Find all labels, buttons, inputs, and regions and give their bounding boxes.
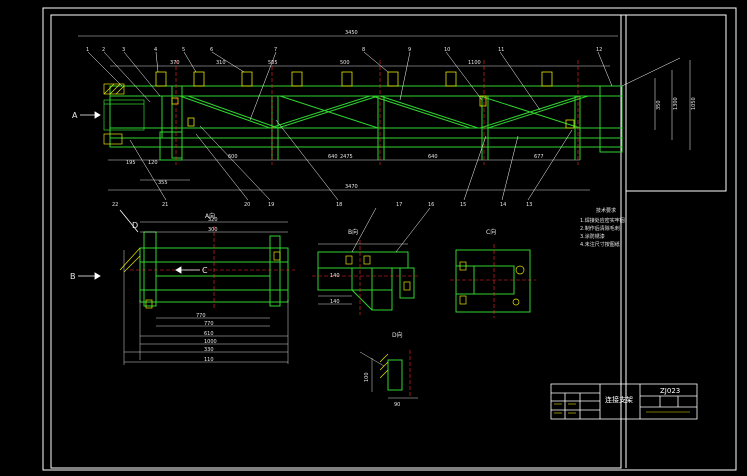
view-d-dim-2: 90	[394, 402, 400, 408]
truss-chords	[109, 85, 623, 153]
view-arrow-a	[80, 111, 101, 119]
part-number-7: 7	[274, 47, 277, 53]
left-end-plate	[103, 83, 125, 145]
note-2: 2.制作后清除毛刺	[580, 225, 620, 232]
main-leaders	[87, 51, 681, 201]
view-a-dim-2: 300	[208, 227, 218, 233]
title-block-number: ZJ023	[660, 387, 680, 395]
bay-dim-1: 370	[170, 60, 180, 66]
arrow-label-a: A	[72, 111, 78, 120]
title-block-title: 连接支架	[605, 395, 633, 404]
view-c: C向	[450, 228, 536, 318]
view-b-dim-2: 140	[330, 299, 340, 305]
view-d: D向 100 90	[359, 331, 418, 408]
view-a-dim-5: 610	[204, 331, 214, 337]
part-number-14: 14	[500, 202, 506, 208]
view-a-dim-3: 770	[196, 313, 206, 319]
part-number-9: 9	[408, 47, 411, 53]
part-number-21: 21	[162, 202, 168, 208]
section-label-c: C向	[486, 228, 496, 236]
arrow-label-d: D	[132, 221, 138, 230]
arrow-label-c: C	[202, 266, 208, 275]
section-label-a: A向	[205, 212, 215, 220]
bay-dim-5: 1100	[468, 60, 481, 66]
overall-dim-mid: 2475	[340, 154, 353, 160]
lower-dim-2: 640	[328, 154, 338, 160]
section-label-d: D向	[392, 331, 403, 339]
lower-dim-5: 120	[148, 160, 158, 166]
overall-dim-bottom: 3470	[345, 184, 358, 190]
part-number-8: 8	[362, 47, 365, 53]
view-b-dim-1: 140	[330, 273, 340, 279]
part-number-19: 19	[268, 202, 274, 208]
part-number-1: 1	[86, 47, 89, 53]
title-block: 连接支架 ZJ023	[550, 383, 698, 420]
part-number-10: 10	[444, 47, 450, 53]
bay-dim-2: 310	[216, 60, 226, 66]
note-4: 4.未注尺寸按图纸	[580, 241, 620, 248]
lower-dim-3: 640	[428, 154, 438, 160]
main-view-text: A 3450 2475 3470 370 310 505 500 1100 60…	[72, 30, 697, 208]
left-hatched-plate	[103, 99, 145, 131]
part-number-18: 18	[336, 202, 342, 208]
bay-dim-3: 505	[268, 60, 278, 66]
part-number-20: 20	[244, 202, 250, 208]
part-number-5: 5	[182, 47, 185, 53]
part-number-22: 22	[112, 202, 118, 208]
part-number-16: 16	[428, 202, 434, 208]
overall-dim-top: 3450	[345, 30, 358, 36]
technical-notes: 技术要求 1.焊接处应密实牢固 2.制作后清除毛刺 3.涂防锈漆 4.未注尺寸按…	[580, 207, 625, 248]
view-a-dim-1: 320	[208, 217, 218, 223]
view-b: B向 140 140	[312, 207, 431, 315]
part-number-13: 13	[526, 202, 532, 208]
part-number-15: 15	[460, 202, 466, 208]
lower-dim-7: 355	[158, 180, 168, 186]
drawing-frame	[42, 7, 737, 471]
lower-dim-4: 677	[534, 154, 544, 160]
part-number-11: 11	[498, 47, 504, 53]
right-dim-3: 1050	[691, 97, 697, 110]
view-a-dim-4: 770	[204, 321, 214, 327]
truss-braces	[159, 85, 589, 161]
view-a: A向 B C D 320 300 770 770 610 1000 330 11…	[70, 209, 295, 365]
right-dim-2: 1300	[673, 97, 679, 110]
view-d-dim-1: 100	[364, 372, 370, 382]
part-number-3: 3	[122, 47, 125, 53]
note-1: 1.焊接处应密实牢固	[580, 217, 625, 224]
section-label-b: B向	[348, 228, 358, 236]
part-number-2: 2	[102, 47, 105, 53]
right-dim-1: 350	[656, 100, 662, 110]
arrow-label-b: B	[70, 272, 76, 281]
view-a-dim-7: 330	[204, 347, 214, 353]
part-number-17: 17	[396, 202, 402, 208]
note-heading: 技术要求	[596, 207, 616, 214]
top-lugs	[155, 71, 575, 129]
part-number-4: 4	[154, 47, 157, 53]
lower-dim-6: 195	[126, 160, 136, 166]
view-a-dim-8: 110	[204, 357, 214, 363]
main-view-dimensions	[78, 35, 691, 191]
part-number-6: 6	[210, 47, 213, 53]
part-number-12: 12	[596, 47, 602, 53]
main-view	[78, 35, 691, 201]
main-centerlines	[175, 60, 579, 165]
view-a-dim-6: 1000	[204, 339, 217, 345]
bay-dim-4: 500	[340, 60, 350, 66]
note-3: 3.涂防锈漆	[580, 233, 605, 240]
lower-dim-1: 600	[228, 154, 238, 160]
